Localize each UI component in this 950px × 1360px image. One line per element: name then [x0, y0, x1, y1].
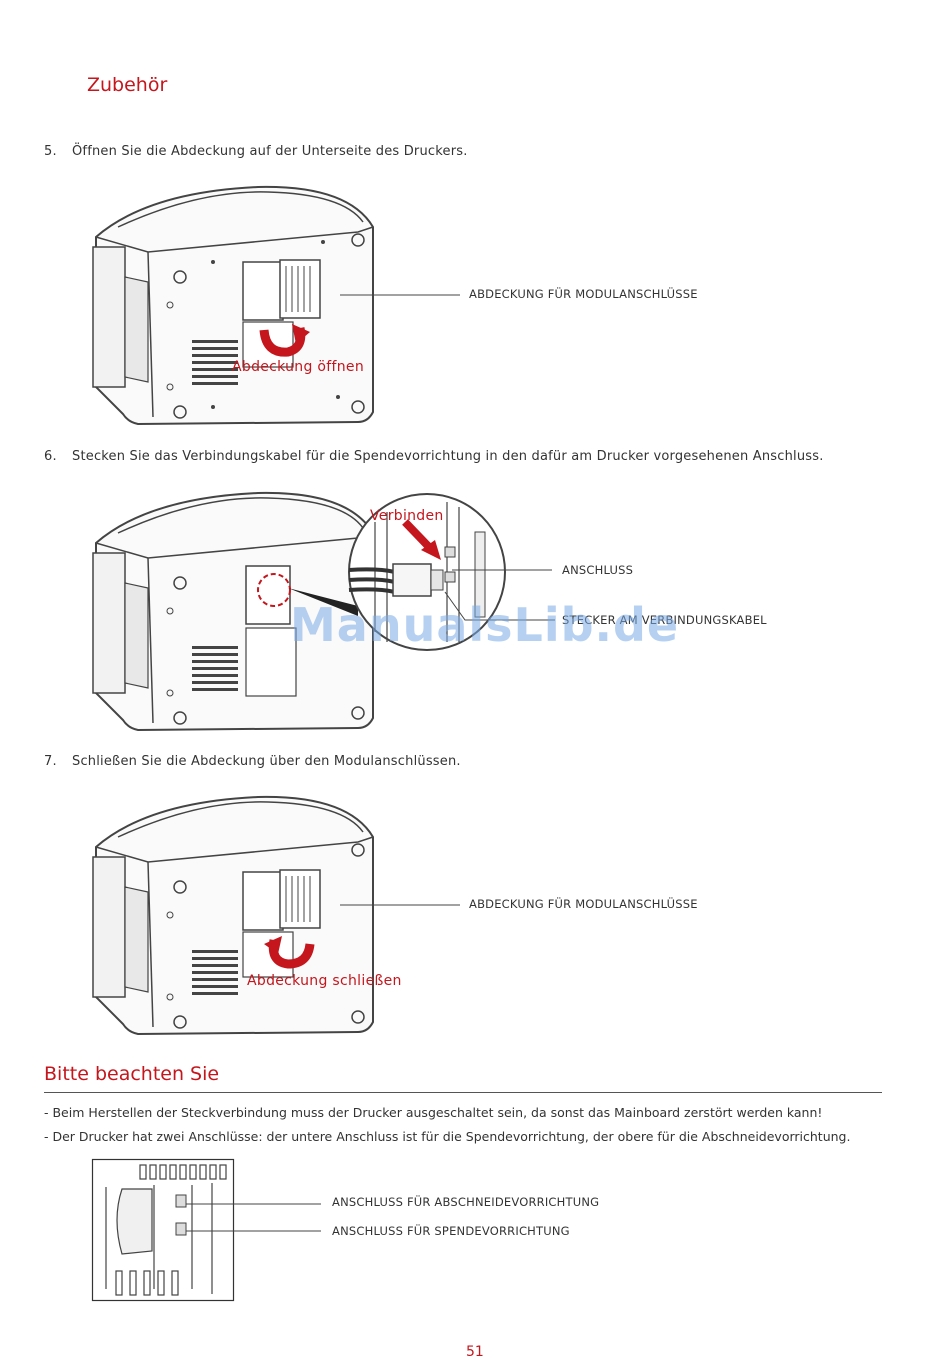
step-text: Schließen Sie die Abdeckung über den Mod… — [72, 754, 461, 769]
callout-leader — [340, 294, 460, 296]
action-label: Verbinden — [370, 508, 444, 524]
step-number: 7. — [44, 754, 57, 769]
watermark: ManualsLib.de — [290, 598, 680, 652]
printer-illustration-connect — [92, 491, 374, 732]
callout-label: ABDECKUNG FÜR MODULANSCHLÜSSE — [469, 287, 698, 301]
action-label: Abdeckung öffnen — [232, 359, 365, 375]
step-6: 6. Stecken Sie das Verbindungskabel für d… — [44, 449, 824, 464]
callout-label: ABDECKUNG FÜR MODULANSCHLÜSSE — [469, 897, 698, 911]
step-number: 6. — [44, 449, 57, 464]
page-number: 51 — [466, 1344, 484, 1360]
callout-label: ANSCHLUSS FÜR ABSCHNEIDEVORRICHTUNG — [332, 1195, 600, 1209]
callout-label: STECKER AM VERBINDUNGSKABEL — [562, 613, 767, 627]
step-number: 5. — [44, 144, 57, 159]
connector-detail-illustration — [91, 1158, 235, 1302]
step-text: Öffnen Sie die Abdeckung auf der Unterse… — [72, 144, 468, 159]
printer-illustration-open — [92, 185, 374, 426]
action-label: Abdeckung schließen — [247, 973, 402, 989]
step-5: 5. Öffnen Sie die Abdeckung auf der Unter… — [44, 144, 468, 159]
step-text: Stecken Sie das Verbindungskabel für die… — [72, 449, 824, 464]
callout-label: ANSCHLUSS FÜR SPENDEVORRICHTUNG — [332, 1224, 570, 1238]
step-7: 7. Schließen Sie die Abdeckung über den M… — [44, 754, 461, 769]
callout-leader — [444, 591, 555, 621]
note-title: Bitte beachten Sie — [44, 1063, 220, 1085]
connector-zoom-detail — [348, 493, 506, 651]
callout-label: ANSCHLUSS — [562, 563, 634, 577]
callout-leader — [186, 1230, 321, 1232]
note-divider — [44, 1092, 882, 1093]
printer-illustration-close — [92, 795, 374, 1036]
section-title: Zubehör — [87, 74, 168, 96]
callout-leader — [340, 904, 460, 906]
note-line: - Der Drucker hat zwei Anschlüsse: der u… — [44, 1129, 851, 1144]
note-line: - Beim Herstellen der Steckverbindung mu… — [44, 1105, 823, 1120]
callout-leader — [452, 569, 552, 571]
callout-leader — [186, 1203, 321, 1205]
